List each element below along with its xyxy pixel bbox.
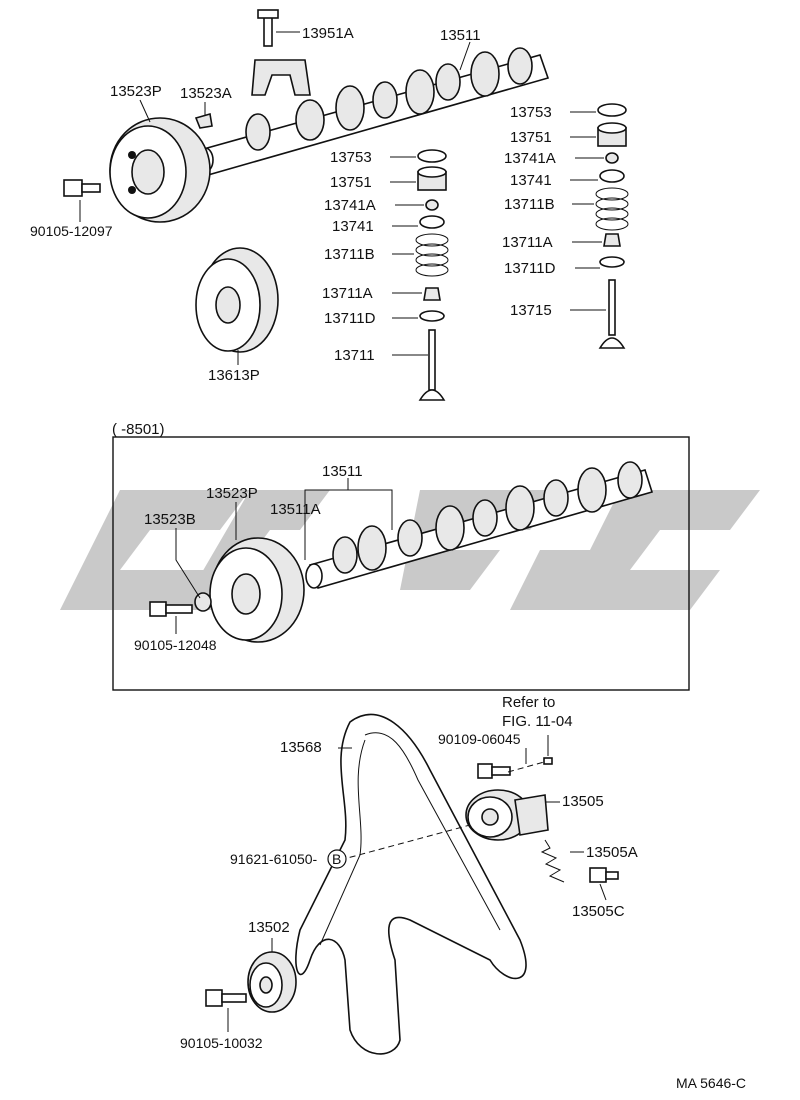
variant-header: ( -8501)	[112, 421, 165, 438]
camshaft-timing-pulley	[109, 117, 211, 223]
label-13751-left: 13751	[330, 174, 372, 191]
label-13505A: 13505A	[586, 844, 638, 861]
label-90105-12097: 90105-12097	[30, 223, 113, 239]
variant-bolt	[149, 592, 212, 617]
label-13741-right: 13741	[510, 172, 552, 189]
key-13523A	[194, 112, 213, 129]
label-13751-right: 13751	[510, 129, 552, 146]
diagram-code: MA 5646-C	[676, 1075, 746, 1091]
tensioner-spring	[540, 839, 565, 883]
label-13711: 13711	[334, 347, 375, 364]
bolt-90109-06045	[477, 757, 553, 779]
label-90105-12048: 90105-12048	[134, 637, 217, 653]
label-13502: 13502	[248, 919, 290, 936]
bearing-cap	[251, 9, 311, 96]
label-13523A: 13523A	[180, 85, 232, 102]
valve-stack-left	[415, 149, 449, 401]
b-mark-circle	[327, 849, 347, 869]
refer-to-text: Refer to	[502, 694, 555, 711]
label-13711D-right: 13711D	[504, 260, 556, 277]
label-13711A-left: 13711A	[322, 285, 373, 302]
label-13613P: 13613P	[208, 367, 260, 384]
bolt-90105-12097	[63, 179, 101, 197]
label-13711D-left: 13711D	[324, 310, 376, 327]
label-13523P-top: 13523P	[110, 83, 162, 100]
label-13753-right: 13753	[510, 104, 552, 121]
label-13741A-right: 13741A	[504, 150, 556, 167]
variant-camshaft	[305, 461, 654, 589]
label-13951A: 13951A	[302, 25, 354, 42]
label-13741-left: 13741	[332, 218, 374, 235]
drive-pulley-13613P	[195, 247, 279, 353]
label-13505: 13505	[562, 793, 604, 810]
label-13511A: 13511A	[270, 501, 321, 518]
variant-frame	[112, 436, 690, 691]
label-13753-left: 13753	[330, 149, 372, 166]
label-90105-10032: 90105-10032	[180, 1035, 263, 1051]
label-13741A-left: 13741A	[324, 197, 376, 214]
label-13505C: 13505C	[572, 903, 625, 920]
leader-lines	[79, 31, 607, 1032]
label-13715: 13715	[510, 302, 552, 319]
label-13511-top: 13511	[440, 27, 481, 44]
tensioner-pulley	[465, 789, 549, 841]
idler-pulley-13502	[247, 951, 297, 1013]
variant-timing-pulley	[209, 537, 305, 643]
label-13711B-left: 13711B	[324, 246, 375, 263]
label-13523B: 13523B	[144, 511, 196, 528]
label-91621-61050: 91621-61050-	[230, 851, 318, 867]
b-mark-letter: B	[332, 851, 341, 867]
label-13711B-right: 13711B	[504, 196, 555, 213]
label-13523P-variant: 13523P	[206, 485, 258, 502]
bolt-90105-10032	[205, 989, 247, 1007]
tensioner-bolt-13505C	[589, 867, 619, 883]
label-90109-06045: 90109-06045	[438, 731, 521, 747]
label-13511-variant: 13511	[322, 463, 363, 480]
label-13568: 13568	[280, 739, 322, 756]
label-13711A-right: 13711A	[502, 234, 553, 251]
timing-belt	[295, 713, 527, 1055]
refer-fig-text: FIG. 11-04	[502, 713, 573, 730]
valve-stack-right	[595, 103, 629, 349]
upper-camshaft	[196, 47, 550, 176]
